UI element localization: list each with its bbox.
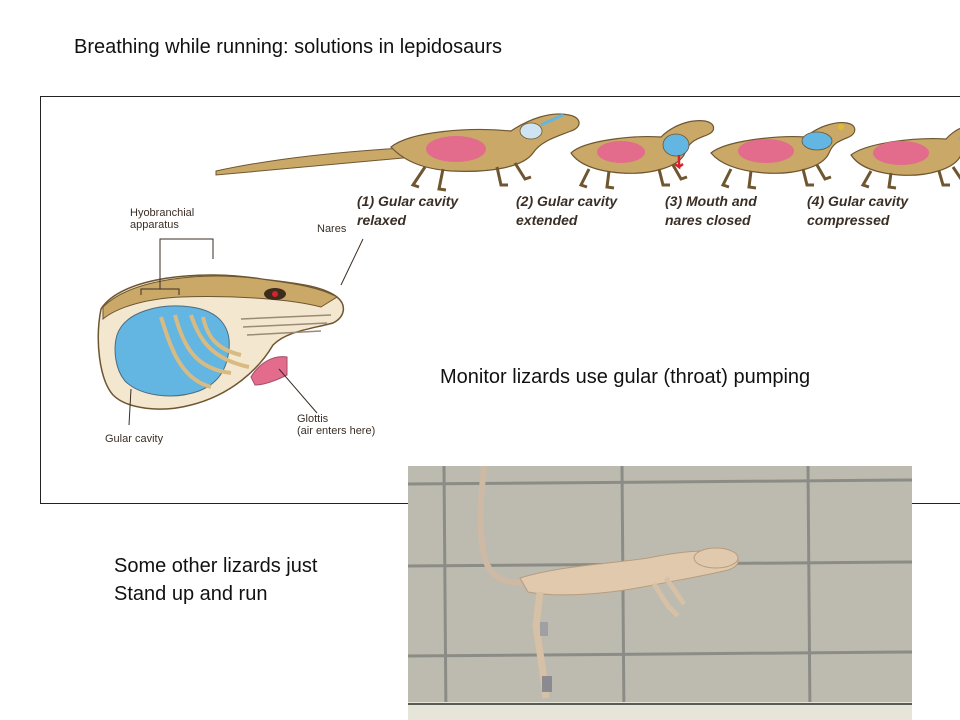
lizard-head-diagram (97, 238, 364, 426)
label-hyobranchial-apparatus: Hyobranchial apparatus (130, 207, 195, 231)
sequence-label-4: (4) Gular cavity compressed (807, 193, 909, 228)
sequence-label-1: (1) Gular cavity relaxed (357, 193, 459, 228)
running-lizard-image (408, 466, 912, 720)
caption-stand-and-run: Some other lizards just Stand up and run (114, 552, 317, 608)
label-nares: Nares (317, 223, 347, 235)
lizard-pose-3 (710, 122, 856, 190)
slide-title: Breathing while running: solutions in le… (74, 36, 503, 58)
sequence-label-3: (3) Mouth and nares closed (665, 193, 757, 228)
caption-line-1: Some other lizards just (114, 555, 318, 577)
label-gular-cavity: Gular cavity (105, 433, 164, 445)
caption-gular-pumping: Monitor lizards use gular (throat) pumpi… (440, 366, 811, 388)
caption-line-2: Stand up and run (114, 583, 268, 605)
figure-frame: (1) Gular cavity relaxed (2) Gular cavit… (40, 96, 960, 504)
sequence-label-2: (2) Gular cavity extended (516, 193, 618, 228)
glottis-shape (250, 356, 288, 386)
lizard-pose-1 (390, 113, 580, 192)
label-glottis: Glottis (air enters here) (297, 413, 376, 437)
lizard-pose-4 (850, 127, 960, 190)
gular-pumping-sequence-illustration (215, 113, 960, 192)
running-lizard-photo (408, 466, 912, 720)
lizard-pose-2 (570, 120, 715, 190)
